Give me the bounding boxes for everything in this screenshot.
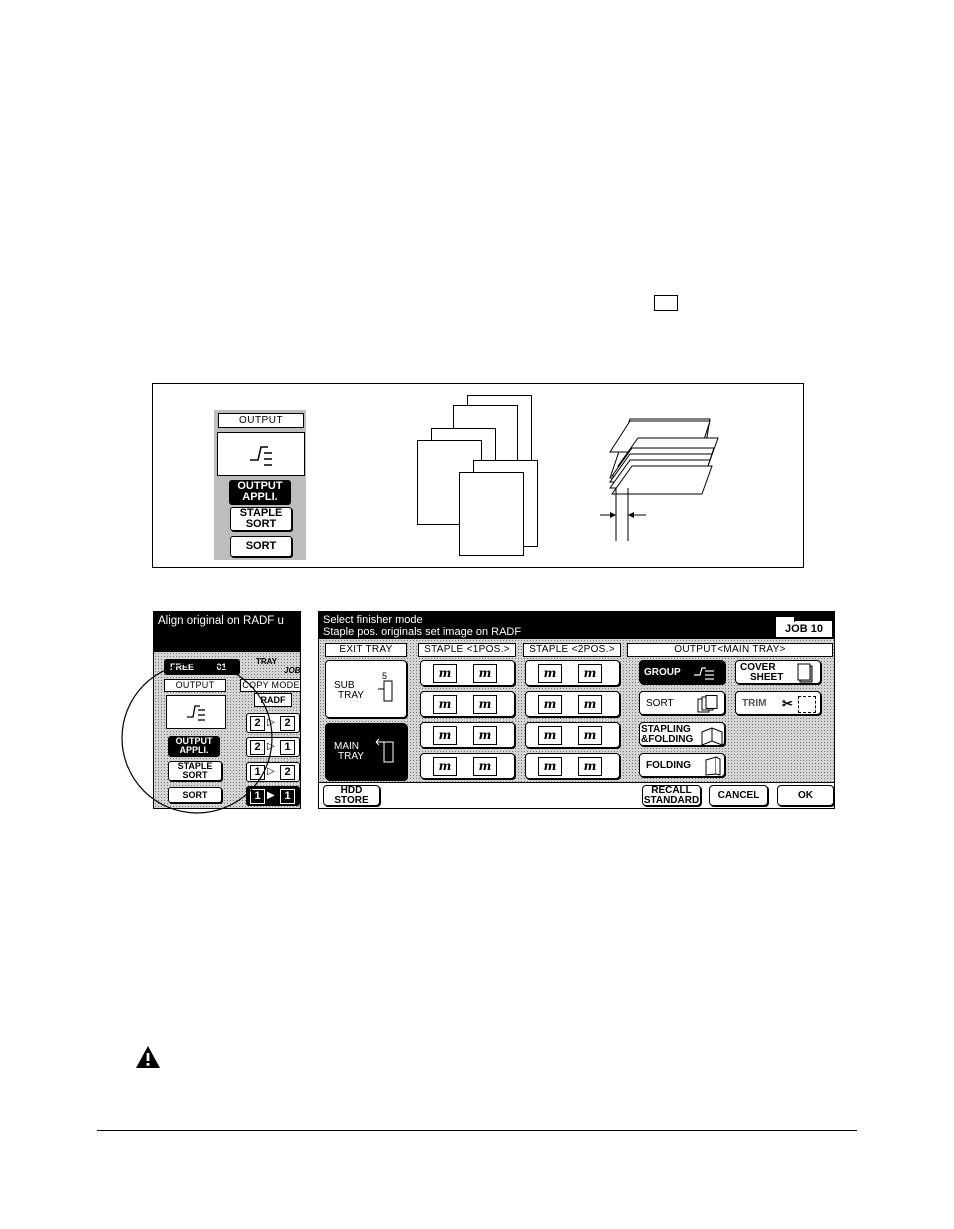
sub-tray-icon — [378, 680, 393, 702]
copy-mode-1-to-1-button[interactable]: 1 ▶ 1 — [246, 786, 300, 806]
staple-2pos-top-button[interactable]: m m — [525, 691, 620, 717]
sort-button[interactable]: SORT — [168, 787, 222, 803]
arrow-right-icon: ▷ — [267, 766, 275, 777]
message-bar: Align original on RADF u — [154, 612, 300, 652]
staple-1pos-bottom-left-button[interactable]: m m — [420, 722, 515, 748]
booklet-icon — [701, 727, 723, 746]
ok-button[interactable]: OK — [777, 785, 834, 806]
output-main-tray-header: OUTPUT<MAIN TRAY> — [627, 643, 833, 657]
copy-mode-header: COPY MODE — [240, 679, 300, 692]
title-line-2: Staple pos. originals set image on RADF — [323, 626, 522, 638]
group-mode-icon — [694, 667, 714, 680]
footer-rule — [97, 1130, 857, 1131]
sheet — [459, 472, 524, 556]
copy-mode-2-to-2-button[interactable]: 2 ▷ 2 — [246, 713, 300, 733]
staple-sort-button[interactable]: STAPLE SORT — [230, 507, 292, 531]
staple-1pos-top-right-button[interactable]: m m — [420, 691, 515, 717]
arrow-right-icon: ▶ — [267, 790, 275, 801]
group-button[interactable]: GROUP — [639, 660, 725, 684]
cover-sheet-button[interactable]: COVER SHEET — [735, 660, 821, 684]
trim-page-icon — [798, 696, 816, 713]
sort-button[interactable]: SORT — [230, 536, 292, 557]
message-text: Align original on RADF u — [158, 615, 284, 627]
copy-mode-2-to-1-button[interactable]: 2 ▷ 1 — [246, 737, 300, 757]
trim-button[interactable]: TRIM ✂ — [735, 691, 821, 715]
output-header: OUTPUT — [164, 679, 226, 692]
arrow-right-icon: ▷ — [267, 741, 275, 752]
stapling-folding-button[interactable]: STAPLING &FOLDING — [639, 722, 725, 746]
output-appli-button[interactable]: OUTPUT APPLI. — [168, 736, 220, 757]
magnifier-circle-icon — [121, 662, 273, 814]
message-bar: Select finisher mode Staple pos. origina… — [319, 612, 834, 639]
main-tray-button[interactable]: MAIN TRAY — [325, 723, 407, 780]
job-number: JOB 10 — [775, 620, 833, 638]
main-tray-icon — [375, 738, 394, 763]
exit-tray-header: EXIT TRAY — [325, 643, 407, 657]
figure-output-modes — [152, 383, 804, 568]
scissors-icon: ✂ — [782, 696, 793, 711]
output-label: OUTPUT — [218, 413, 304, 428]
inline-key-box — [654, 295, 678, 311]
title-line-1: Select finisher mode — [323, 614, 423, 626]
cancel-button[interactable]: CANCEL — [709, 785, 768, 806]
staple-1pos-header: STAPLE <1POS.> — [418, 643, 516, 657]
cover-sheet-icon — [797, 663, 813, 683]
output-appli-button[interactable]: OUTPUT APPLI. — [229, 480, 291, 505]
hdd-store-button[interactable]: HDD STORE — [323, 785, 380, 806]
sub-tray-button[interactable]: SUB TRAY 5 — [325, 660, 407, 718]
staple-2pos-bottom-button[interactable]: m m — [525, 753, 620, 779]
group-mode-icon — [217, 432, 305, 476]
recall-standard-button[interactable]: RECALL STANDARD — [642, 785, 701, 806]
finisher-mode-panel: Select finisher mode Staple pos. origina… — [318, 611, 835, 809]
staple-sort-button[interactable]: STAPLE SORT — [168, 761, 222, 781]
warning-icon — [136, 1046, 160, 1068]
sort-button[interactable]: SORT — [639, 691, 725, 715]
staple-1pos-top-left-button[interactable]: m m — [420, 660, 515, 686]
offset-stack-illustration — [600, 418, 719, 541]
staple-1pos-bottom-right-button[interactable]: m m — [420, 753, 515, 779]
fold-icon — [705, 756, 721, 776]
copy-mode-1-to-2-button[interactable]: 1 ▷ 2 — [246, 762, 300, 782]
sort-stack-icon — [697, 695, 718, 713]
staple-2pos-left-button[interactable]: m m — [525, 660, 620, 686]
tray-job-indicator: TRAY JOB — [256, 657, 301, 675]
folding-button[interactable]: FOLDING — [639, 753, 725, 777]
staple-2pos-header: STAPLE <2POS.> — [523, 643, 621, 657]
group-mode-icon — [166, 695, 226, 729]
staple-2pos-right-button[interactable]: m m — [525, 722, 620, 748]
output-panel-detail: OUTPUT OUTPUT APPLI. STAPLE SORT SORT — [214, 410, 306, 560]
copy-screen-left-panel: Align original on RADF u FREE 01 TRAY JO… — [153, 611, 301, 809]
tray-number: 5 — [382, 671, 388, 681]
